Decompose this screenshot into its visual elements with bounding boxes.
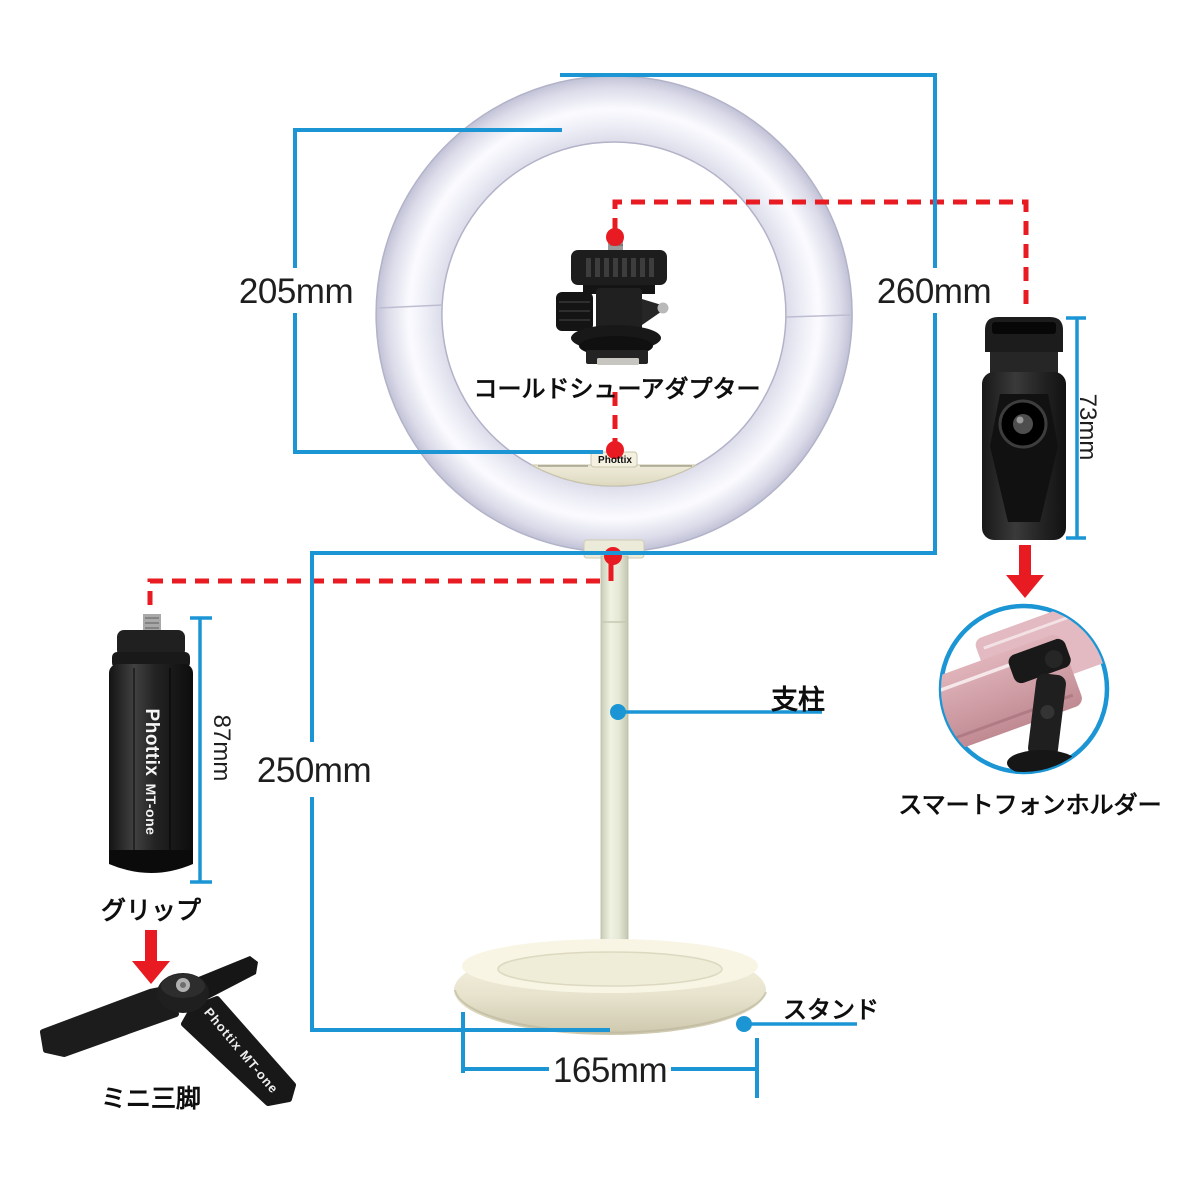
cold-shoe-adapter-label: コールドシューアダプター — [473, 376, 761, 403]
grip-logo-model: MT-one — [143, 783, 159, 836]
pole-label: 支柱 — [771, 685, 825, 715]
phone-holder — [982, 317, 1066, 540]
guide-dot-pole-top — [604, 547, 622, 565]
smartphone-holder-circle — [938, 603, 1110, 775]
stand-label: スタンド — [783, 997, 879, 1024]
red-arrows — [132, 545, 1044, 984]
cold-shoe-adapter — [556, 238, 669, 365]
guide-dot-adapter-top — [606, 228, 624, 246]
ring-seam-left — [378, 304, 444, 309]
dim-87-line — [190, 616, 212, 884]
grip-logo-brand: Phottix — [141, 708, 162, 777]
mini-tripod — [40, 956, 296, 1106]
red-guide-lines — [147, 199, 1029, 614]
grip — [109, 614, 193, 873]
dim-250-value: 250mm — [256, 751, 372, 790]
grip-label: グリップ — [100, 897, 201, 925]
dim-73-line — [1066, 316, 1086, 540]
mini-tripod-label: ミニ三脚 — [100, 1085, 201, 1113]
dim-250-line — [310, 551, 937, 1032]
dim-205-line — [293, 128, 603, 454]
stand — [454, 555, 767, 1035]
ring-logo: Phottix — [598, 455, 632, 466]
dim-165-value: 165mm — [552, 1051, 668, 1090]
support-pole — [600, 555, 629, 967]
guide-dashed-left — [147, 578, 600, 614]
stand-base-rim — [497, 951, 723, 987]
guide-dashed-top — [612, 199, 1029, 312]
leader-dot-pole — [610, 704, 626, 720]
dim-260-value: 260mm — [876, 272, 992, 311]
leader-dots — [610, 704, 752, 1032]
dim-73-value: 73mm — [1074, 393, 1101, 461]
dimension-lines — [190, 73, 1086, 1098]
ring-seam-right — [785, 314, 851, 318]
smartphone-holder-label: スマートフォンホルダー — [898, 792, 1162, 819]
guide-dot-ring-center — [606, 441, 624, 459]
dim-205-value: 205mm — [238, 272, 354, 311]
dim-165-line — [461, 1012, 759, 1098]
dim-260-line — [560, 73, 937, 555]
grip-logo: PhottixMT-one — [136, 697, 166, 847]
ring-inner-housing — [531, 464, 697, 487]
arrow-down-holder — [1006, 545, 1044, 598]
dim-87-value: 87mm — [208, 714, 235, 782]
arrow-down-tripod — [132, 930, 170, 984]
leader-dot-stand — [736, 1016, 752, 1032]
